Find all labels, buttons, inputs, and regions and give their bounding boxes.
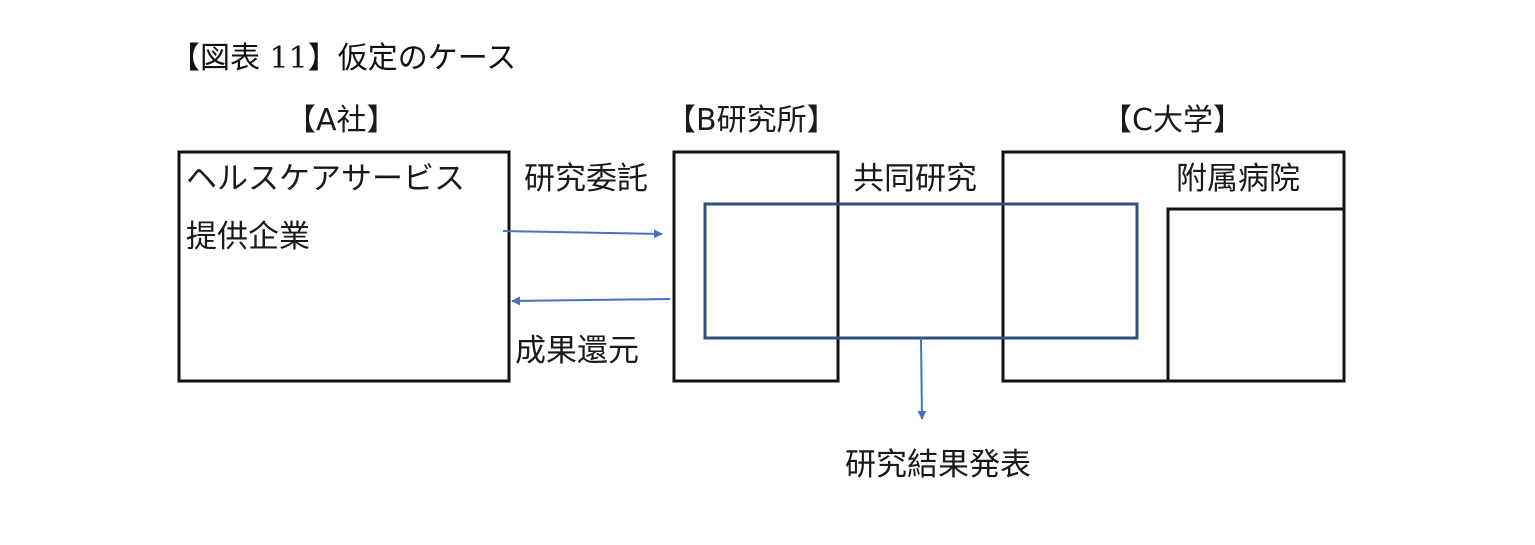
commission-label: 研究委託	[524, 161, 648, 197]
publication-label: 研究結果発表	[845, 447, 1031, 483]
affiliated-hospital-label: 附属病院	[1176, 161, 1300, 197]
joint-research-region	[703, 202, 1139, 340]
publication-arrow	[917, 337, 927, 420]
company-a-header: 【A社】	[286, 103, 397, 138]
institute-b-header: 【B研究所】	[666, 103, 837, 138]
company-a-line1: ヘルスケアサービス	[186, 161, 465, 197]
return-arrow	[511, 296, 671, 306]
company-a-box	[177, 150, 511, 383]
affiliated-hospital-box	[1166, 207, 1346, 383]
commission-arrow	[502, 229, 663, 239]
figure-title: 【図表 11】仮定のケース	[170, 41, 517, 76]
university-c-header: 【C大学】	[1102, 103, 1243, 138]
return-label: 成果還元	[515, 333, 639, 369]
company-a-line2: 提供企業	[186, 219, 310, 255]
joint-research-label: 共同研究	[853, 161, 977, 197]
institute-b-box	[672, 150, 840, 383]
